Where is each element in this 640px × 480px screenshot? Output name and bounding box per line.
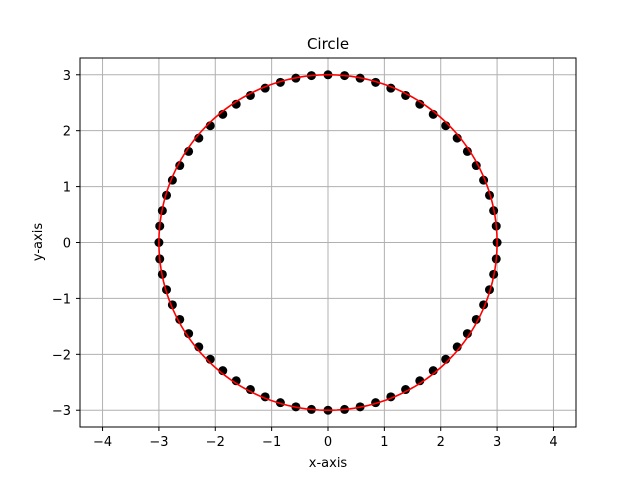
y-axis-ticks: −3 −2 −1 0 1 2 3 <box>52 69 80 419</box>
x-tick-label: −2 <box>206 435 225 450</box>
data-point <box>492 238 502 247</box>
y-tick-label: 3 <box>63 69 71 84</box>
x-tick-label: 2 <box>437 435 445 450</box>
data-point <box>184 329 194 339</box>
chart-title: Circle <box>307 35 349 53</box>
data-point <box>462 146 472 156</box>
x-tick-label: 1 <box>380 435 388 450</box>
circle-curve-layer <box>158 73 498 412</box>
data-point <box>231 376 241 386</box>
y-tick-label: −1 <box>52 292 71 307</box>
x-axis-label: x-axis <box>309 456 348 471</box>
data-point <box>184 146 194 156</box>
x-axis-ticks: −4 −3 −2 −1 0 1 2 3 4 <box>93 427 558 450</box>
data-point <box>415 99 425 109</box>
x-tick-label: −3 <box>149 435 168 450</box>
y-tick-label: −2 <box>52 348 71 363</box>
y-tick-label: 2 <box>63 125 71 140</box>
circle-curve <box>158 73 498 412</box>
data-point <box>231 99 241 109</box>
x-tick-label: −1 <box>262 435 281 450</box>
data-point <box>462 329 472 339</box>
data-point <box>415 376 425 386</box>
x-tick-label: 4 <box>549 435 557 450</box>
y-tick-label: 1 <box>63 181 71 196</box>
x-tick-label: 0 <box>324 435 332 450</box>
x-tick-label: −4 <box>93 435 112 450</box>
y-tick-label: −3 <box>52 404 71 419</box>
y-axis-label: y-axis <box>31 223 46 261</box>
x-tick-label: 3 <box>493 435 501 450</box>
y-tick-label: 0 <box>63 237 71 252</box>
